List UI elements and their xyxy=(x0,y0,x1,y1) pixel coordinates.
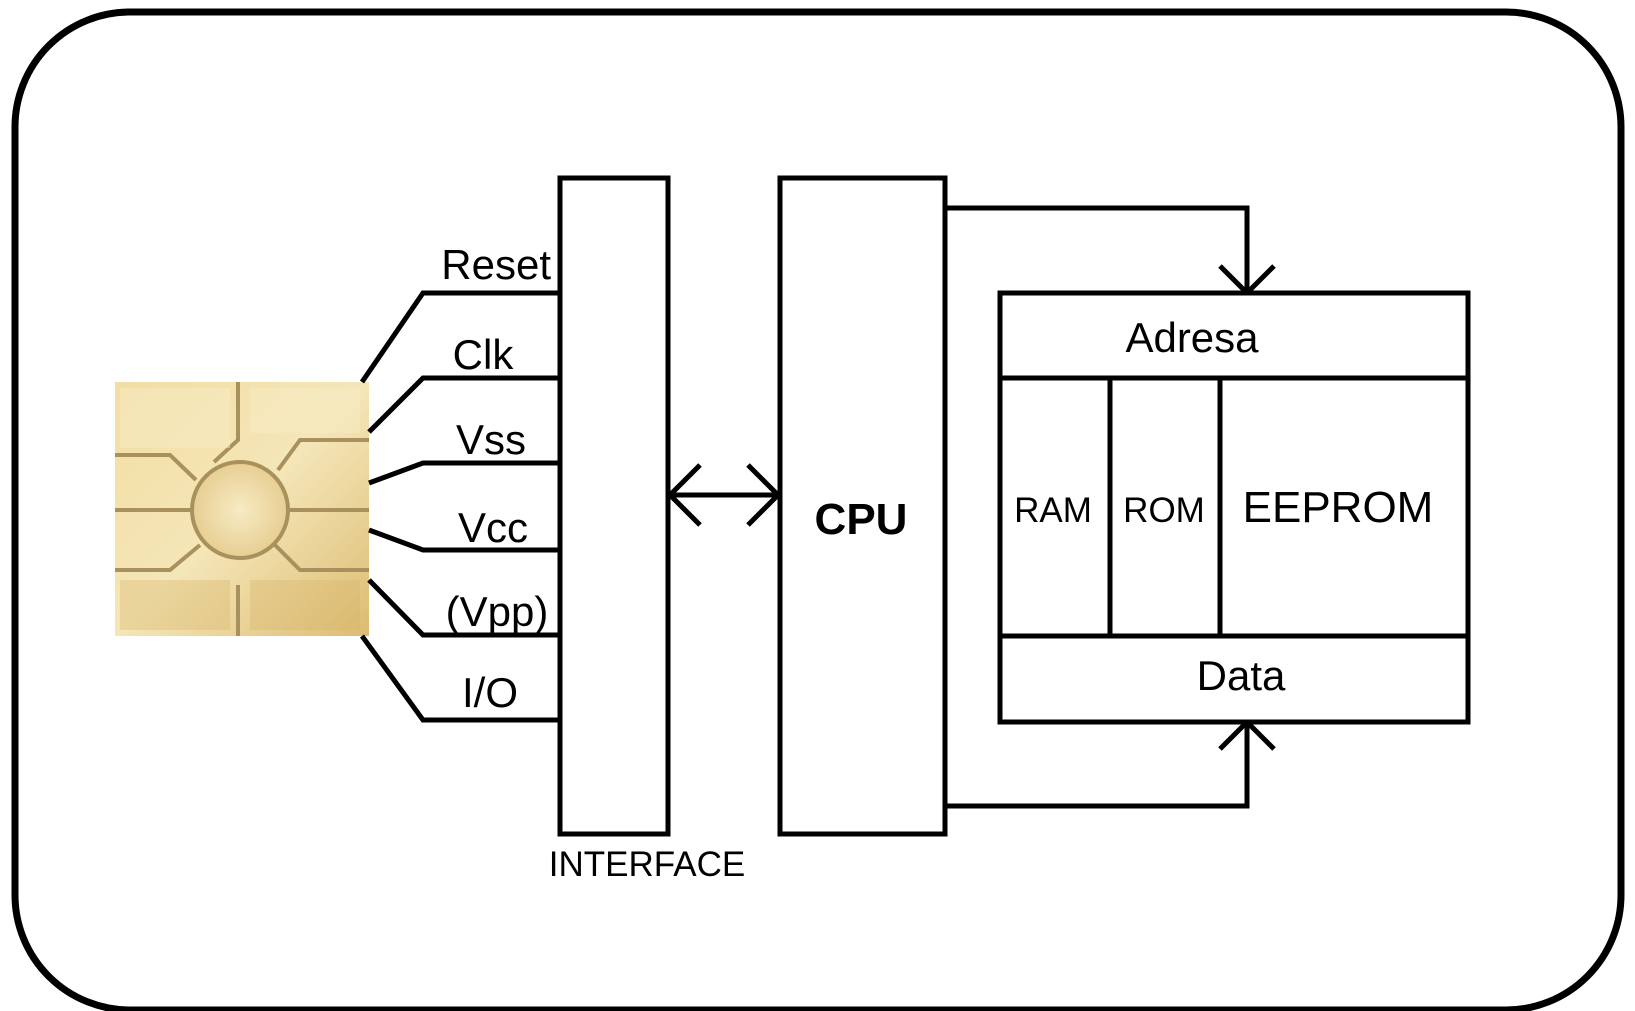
memory-address-label: Adresa xyxy=(1125,314,1259,361)
pin-line-reset xyxy=(359,290,560,384)
pin-label-io: I/O xyxy=(462,669,518,716)
chip-contact-image xyxy=(115,382,369,636)
interface-block xyxy=(557,175,671,837)
pin-label-reset: Reset xyxy=(441,241,551,288)
cpu-label: CPU xyxy=(815,495,908,544)
memory-ram-label: RAM xyxy=(1014,491,1092,530)
pin-label-clk: Clk xyxy=(453,331,515,378)
pin-lines xyxy=(359,290,560,723)
pin-label-vcc: Vcc xyxy=(458,504,528,551)
pin-label-vss: Vss xyxy=(456,416,526,463)
pin-line-clk xyxy=(367,375,560,434)
memory-block xyxy=(997,290,1471,725)
memory-data-label: Data xyxy=(1197,652,1286,699)
pin-line-io xyxy=(359,634,560,723)
pin-line-vpp xyxy=(367,578,560,638)
cpu-block xyxy=(777,175,948,837)
interface-label: INTERFACE xyxy=(549,845,745,884)
pin-line-vss xyxy=(368,460,560,486)
memory-rom-label: ROM xyxy=(1123,491,1205,530)
pin-line-vcc xyxy=(368,527,560,553)
memory-eeprom-label: EEPROM xyxy=(1243,483,1434,532)
pin-label-vpp: (Vpp) xyxy=(446,588,549,635)
